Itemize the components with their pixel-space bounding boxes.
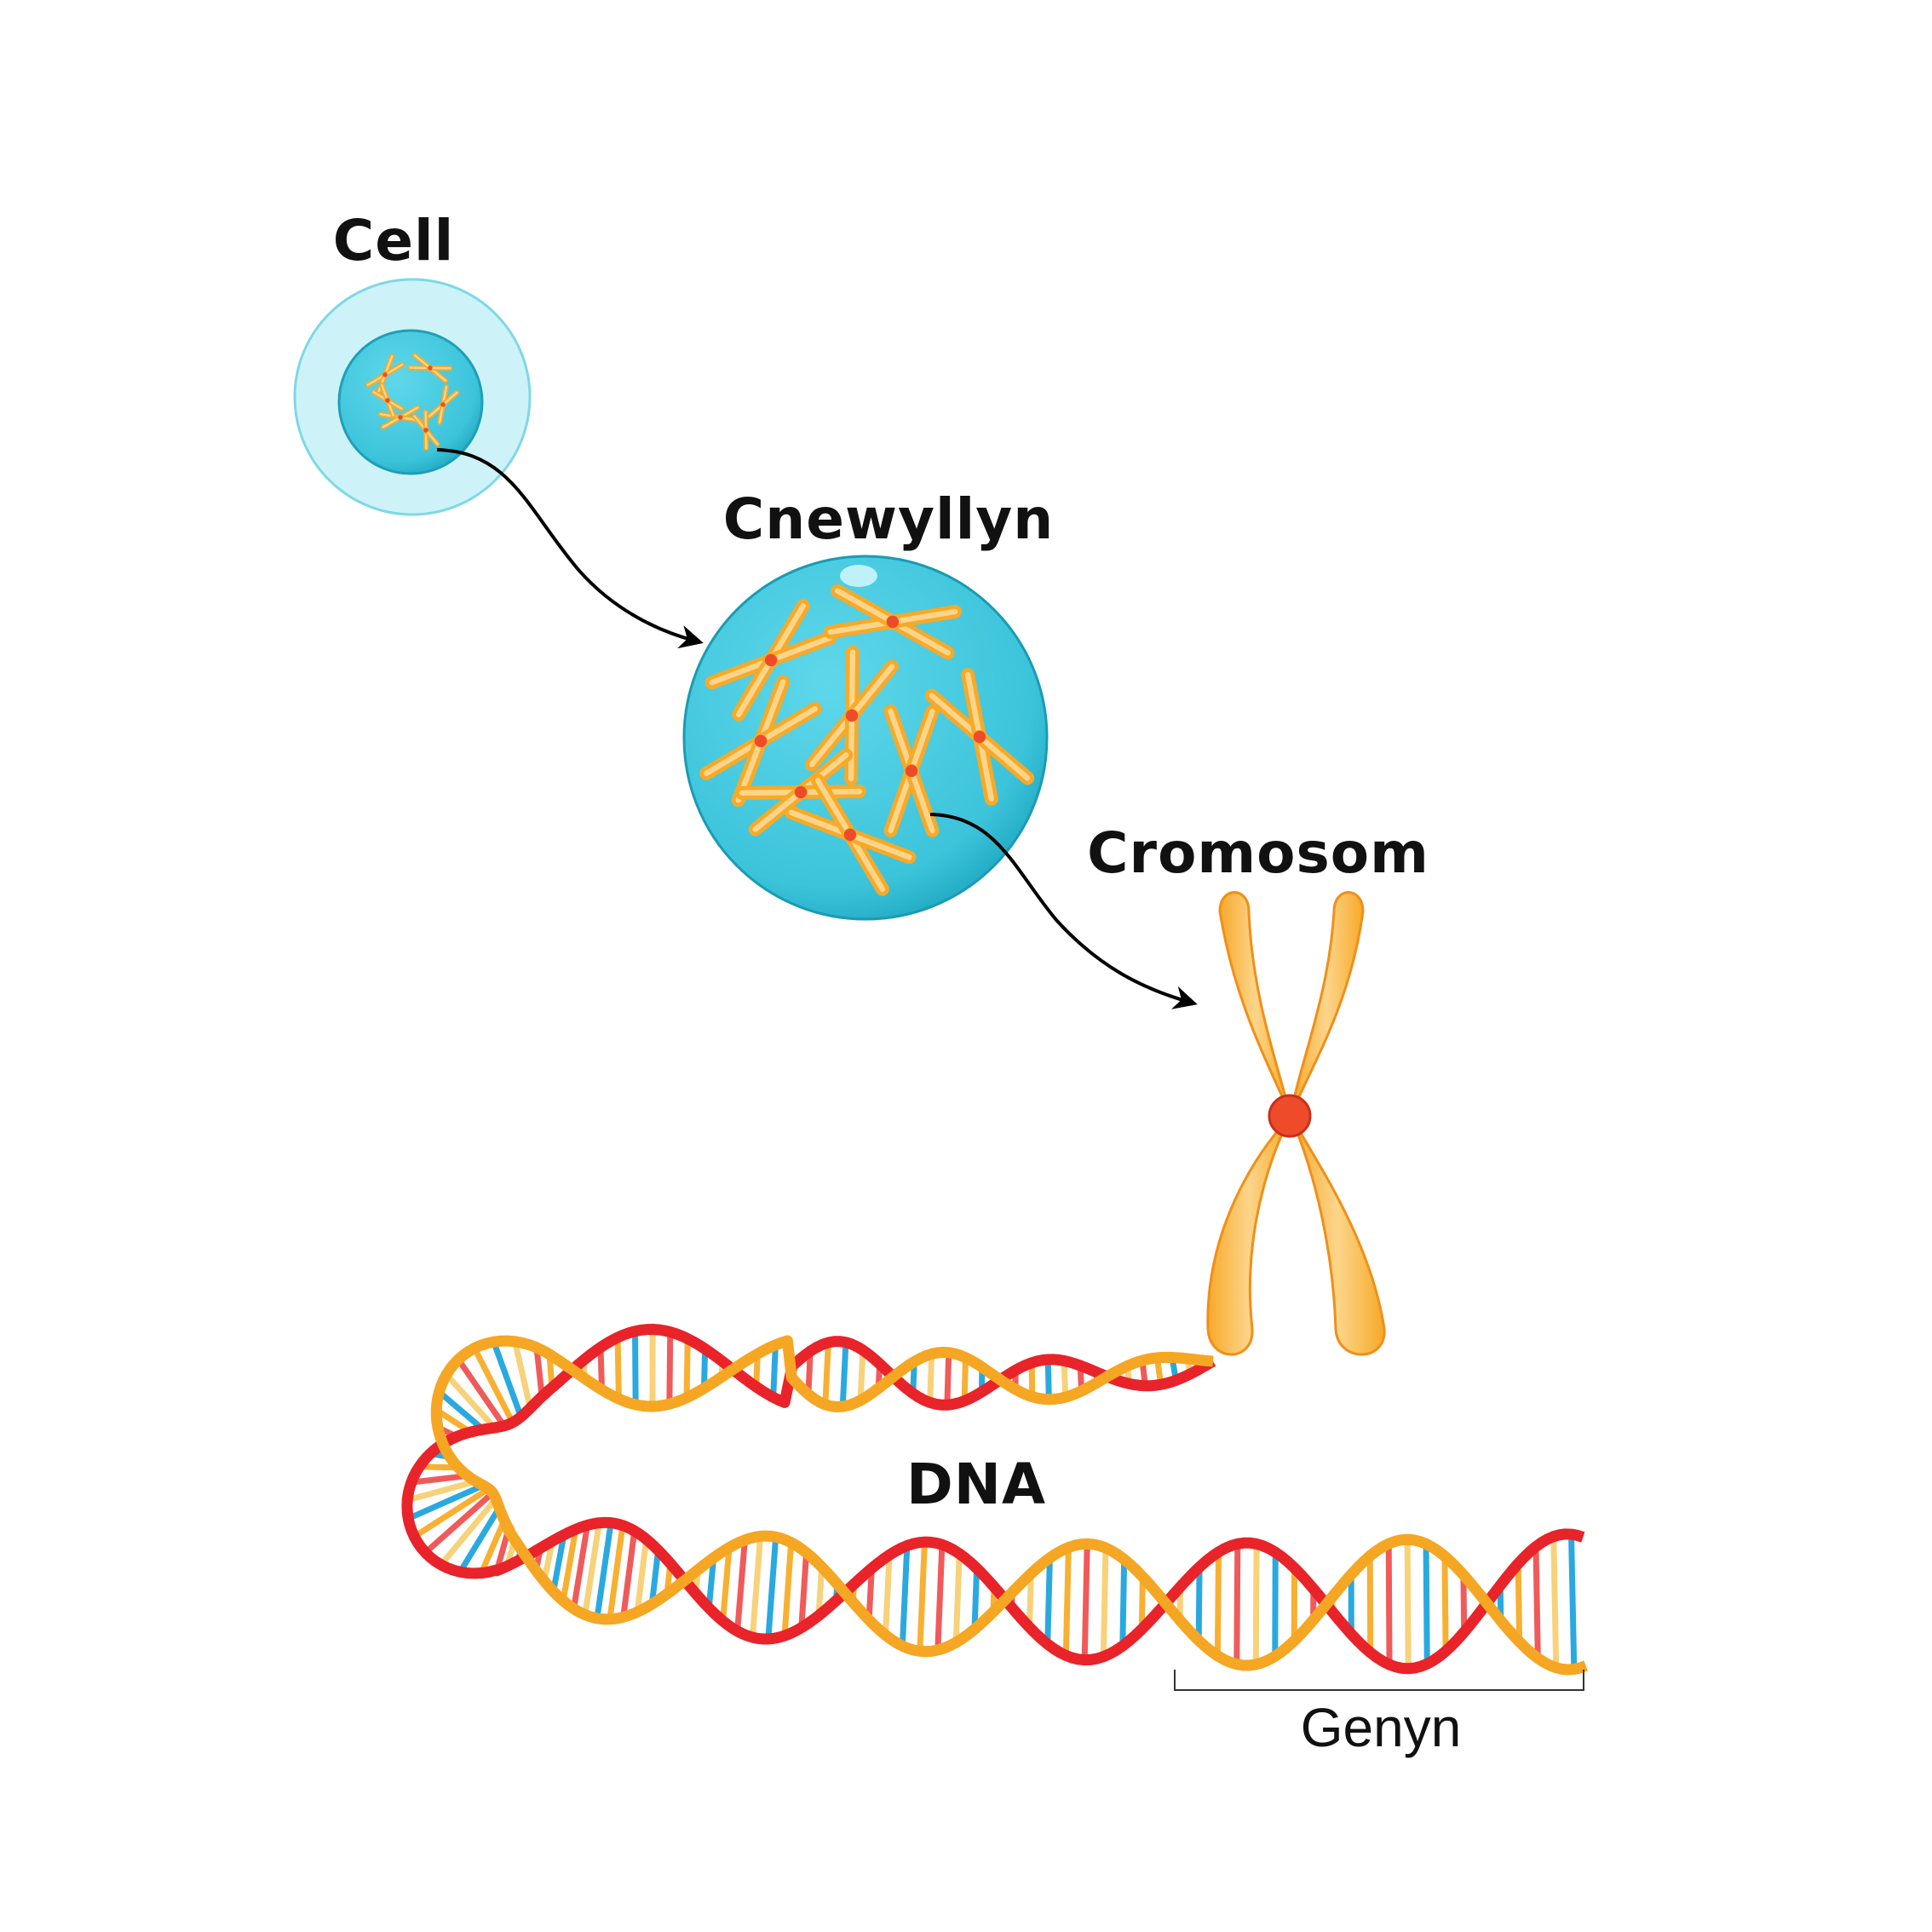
nucleus-label: Cnewyllyn <box>723 486 1054 552</box>
base-pair <box>822 1342 831 1406</box>
chromosome-mini <box>924 668 1035 806</box>
chromosome-mini <box>426 384 460 425</box>
base-pair <box>798 1552 810 1628</box>
base-pair <box>917 1542 928 1652</box>
arrow-cell-to-nucleus <box>436 448 704 649</box>
chromosome-mini <box>823 584 963 660</box>
base-pair <box>749 1536 764 1638</box>
base-pair <box>1233 1544 1241 1665</box>
base-pair <box>582 1522 602 1616</box>
arrow-nucleus-to-chromosome <box>929 813 1198 1009</box>
base-pair <box>406 1482 485 1521</box>
chromosome-mini <box>883 704 940 837</box>
base-pair <box>971 1567 980 1630</box>
base-pair <box>1026 1573 1034 1628</box>
base-pair <box>1404 1539 1412 1669</box>
cell-chromosomes <box>365 353 460 451</box>
base-pair <box>533 1347 545 1397</box>
base-pair <box>1138 1576 1146 1630</box>
base-pair <box>456 1357 507 1428</box>
base-pair <box>512 1341 533 1409</box>
base-pair <box>1441 1555 1449 1652</box>
base-pair <box>865 1567 875 1620</box>
gene-bracket <box>1174 1670 1584 1691</box>
base-pair <box>1423 1544 1430 1665</box>
base-pair <box>1061 1360 1069 1398</box>
base-pair <box>457 1506 503 1574</box>
base-pair <box>944 1352 952 1406</box>
base-pair <box>815 1567 825 1616</box>
base-pair <box>571 1524 591 1610</box>
chromosome-mini <box>411 409 440 451</box>
base-pair <box>765 1537 779 1640</box>
nucleus-illustration <box>682 555 1049 921</box>
base-pair <box>1062 1547 1072 1656</box>
base-pair <box>478 1519 508 1575</box>
dna-label: DNA <box>906 1452 1046 1517</box>
base-pair <box>1119 1559 1128 1647</box>
chromosome-mini <box>704 599 837 722</box>
base-pair <box>620 1530 638 1618</box>
base-pair <box>607 1525 626 1620</box>
base-pair <box>1550 1536 1560 1668</box>
chromosome-mini <box>699 675 822 808</box>
base-pair <box>770 1344 779 1398</box>
base-pair <box>444 1372 497 1430</box>
base-pair <box>411 1472 469 1486</box>
base-pair <box>550 1534 567 1592</box>
base-pair <box>927 1354 935 1403</box>
base-pair <box>560 1528 579 1601</box>
base-pair <box>1460 1574 1468 1633</box>
chromosome-mini <box>805 645 899 786</box>
base-pair <box>882 1555 893 1636</box>
base-pair <box>439 1497 498 1567</box>
base-pair <box>839 1342 849 1407</box>
base-pair <box>1044 1557 1053 1645</box>
dna-strand-orange <box>430 1335 1588 1676</box>
gene-label: Genyn <box>1301 1697 1462 1758</box>
base-pair <box>952 1553 963 1643</box>
base-pair <box>634 1538 650 1613</box>
base-pair <box>412 1486 491 1539</box>
nucleus-highlight <box>840 565 877 587</box>
base-pair <box>805 1350 814 1394</box>
base-pair <box>934 1544 946 1651</box>
base-pair <box>1515 1563 1523 1642</box>
base-pair <box>899 1545 911 1647</box>
base-pair <box>423 1490 495 1555</box>
base-pair <box>406 1478 477 1504</box>
base-pair <box>961 1357 969 1401</box>
chromosome-mini <box>371 382 405 418</box>
nucleus-chromosomes <box>699 584 1035 896</box>
base-pair <box>1044 1359 1052 1400</box>
base-pair <box>471 1347 515 1424</box>
base-pair <box>648 1550 662 1605</box>
base-pair <box>1532 1546 1541 1659</box>
base-pair <box>632 1331 639 1405</box>
base-pair <box>1214 1551 1222 1656</box>
centromere <box>1268 1094 1312 1138</box>
chromosome-mini <box>407 353 453 383</box>
base-pair <box>1100 1548 1109 1657</box>
base-pair <box>491 1340 524 1418</box>
base-pair <box>720 1547 733 1622</box>
base-pair <box>857 1349 866 1401</box>
dna-double-helix <box>401 1324 1588 1676</box>
base-pair <box>781 1542 795 1636</box>
base-pair <box>1568 1533 1578 1670</box>
cell-label: Cell <box>333 208 454 273</box>
base-pair <box>705 1557 717 1609</box>
base-pair <box>1081 1544 1090 1660</box>
base-pair <box>594 1522 614 1619</box>
cell-illustration <box>293 278 532 516</box>
chromosome-label: Cromosom <box>1087 820 1429 886</box>
base-pair <box>437 1389 486 1432</box>
chromosome-illustration <box>1206 891 1386 1356</box>
base-pair <box>734 1539 748 1632</box>
chromosome-mini <box>784 773 917 896</box>
